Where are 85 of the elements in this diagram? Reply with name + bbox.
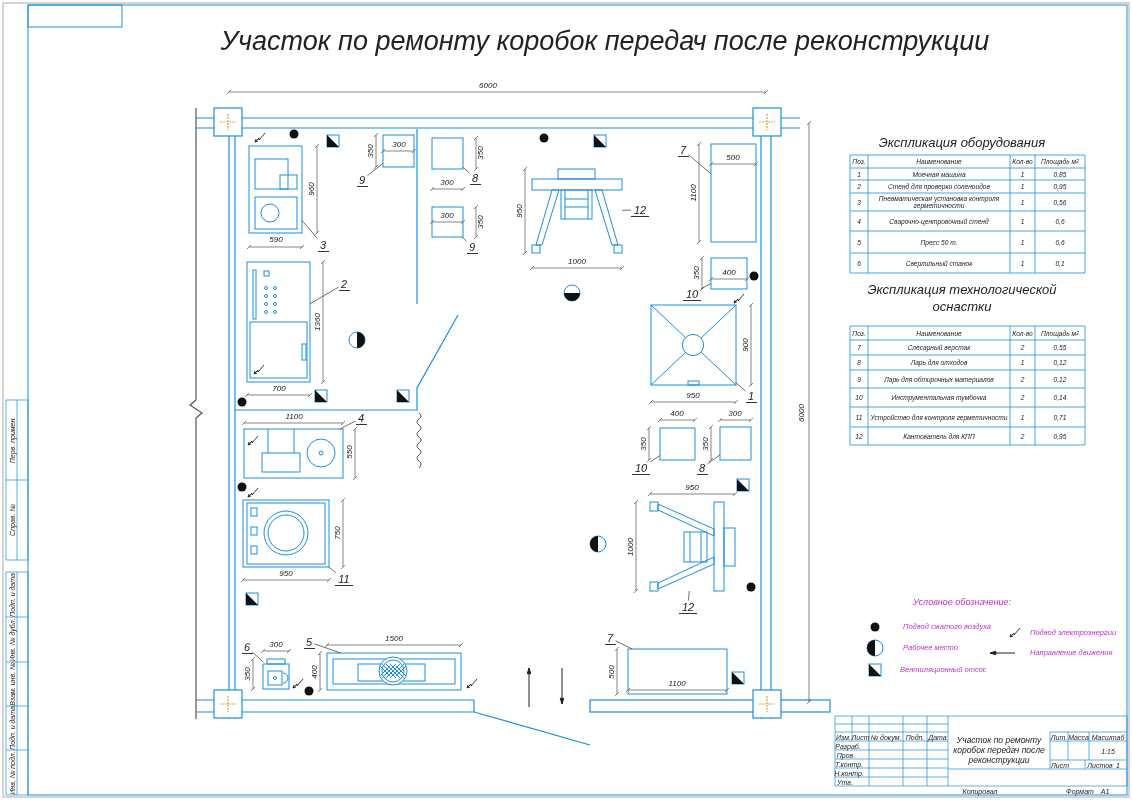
dimension-label: 1100 [285, 413, 303, 421]
dimension-label: 1000 [627, 538, 635, 556]
dimension-label: 350 [477, 215, 485, 229]
dimension-label: 300 [440, 212, 454, 220]
callout-number: 12 [631, 203, 649, 217]
dimension-label: 350 [367, 144, 375, 158]
dimension-label: 400 [722, 269, 736, 277]
table-title: Экспликация технологической оснастки [866, 281, 1058, 315]
leader-line [462, 166, 470, 174]
leader-line [615, 640, 633, 650]
dimension-label: 350 [693, 266, 701, 280]
leader-line [367, 162, 384, 176]
callout-number: 7 [604, 631, 616, 645]
dimension-label: 400 [670, 410, 684, 418]
legend-title: Условное обозначение: [913, 597, 1011, 607]
dimension-label: 350 [702, 437, 710, 451]
callout-number: 10 [683, 287, 701, 301]
equipment-drawing [532, 169, 622, 253]
callout-number: 1 [745, 389, 757, 403]
dimension-label: 1100 [668, 680, 686, 688]
equipment-box [660, 428, 695, 460]
dimension-label: 1100 [690, 184, 698, 202]
equipment-drawing [327, 653, 461, 690]
leader-line [700, 283, 712, 290]
leader-line [621, 209, 632, 211]
leader-line [688, 154, 712, 175]
dimension-label: 300 [440, 179, 454, 187]
leader-line [688, 590, 690, 601]
equipment-drawing [249, 146, 302, 233]
equipment-box [628, 649, 727, 694]
dimension-label: 300 [392, 141, 406, 149]
callout-number: 3 [317, 238, 329, 252]
leader-line [339, 420, 356, 430]
callout-number: 9 [466, 240, 478, 254]
callout-number: 11 [335, 572, 353, 586]
callout-number: 8 [696, 461, 708, 475]
dimension-label: 1500 [385, 635, 403, 643]
equipment-box [720, 427, 751, 460]
callout-number: 12 [679, 600, 697, 614]
equipment-box [432, 207, 463, 237]
equipment-drawing [247, 262, 310, 382]
equipment-drawing [651, 305, 736, 385]
dimension-label: 350 [244, 667, 252, 681]
equipment-box [383, 135, 414, 167]
equipment-box [711, 258, 747, 289]
leader-line [309, 286, 339, 305]
equipment-drawing [263, 659, 289, 689]
dimension-label: 6000 [798, 404, 806, 422]
dimension-label: 950 [685, 484, 699, 492]
leader-line [707, 454, 721, 465]
dimension-label: 590 [269, 236, 283, 244]
callout-number: 4 [355, 411, 367, 425]
dimension-label: 500 [726, 154, 740, 162]
dimension-label: 300 [269, 641, 283, 649]
leader-line [314, 643, 342, 654]
leader-line [735, 382, 746, 392]
equipment-drawing [243, 500, 329, 567]
equipment-box [432, 138, 463, 169]
dimension-label: 6000 [479, 82, 497, 90]
equipment-box [711, 144, 756, 242]
leader-line [301, 220, 318, 239]
callout-number: 7 [677, 143, 689, 157]
dimension-label: 350 [640, 437, 648, 451]
callout-number: 10 [632, 461, 650, 475]
callout-number: 2 [338, 277, 350, 291]
dimension-label: 550 [346, 445, 354, 459]
equipment-drawing [244, 429, 343, 478]
dimension-label: 400 [311, 665, 319, 679]
dimension-label: 950 [516, 204, 524, 218]
dimension-label: 300 [728, 410, 742, 418]
leader-line [328, 566, 337, 573]
dimension-label: 500 [608, 665, 616, 679]
dimension-label: 950 [686, 392, 700, 400]
dimension-label: 350 [477, 146, 485, 160]
callout-number: 8 [469, 171, 481, 185]
leader-line [461, 236, 467, 242]
table-title: Экспликация оборудования [877, 133, 1047, 151]
leader-line [252, 651, 264, 663]
callout-number: 5 [303, 635, 315, 649]
equipment-drawing [650, 502, 735, 591]
title-block-text: Участок по ремонту коробок передач после реконструкции [952, 735, 1046, 765]
title: Участок по ремонту коробок передач после реконструкции [220, 27, 990, 55]
callout-number: 9 [356, 173, 368, 187]
callout-number: 6 [241, 640, 253, 654]
leader-line [649, 455, 661, 463]
